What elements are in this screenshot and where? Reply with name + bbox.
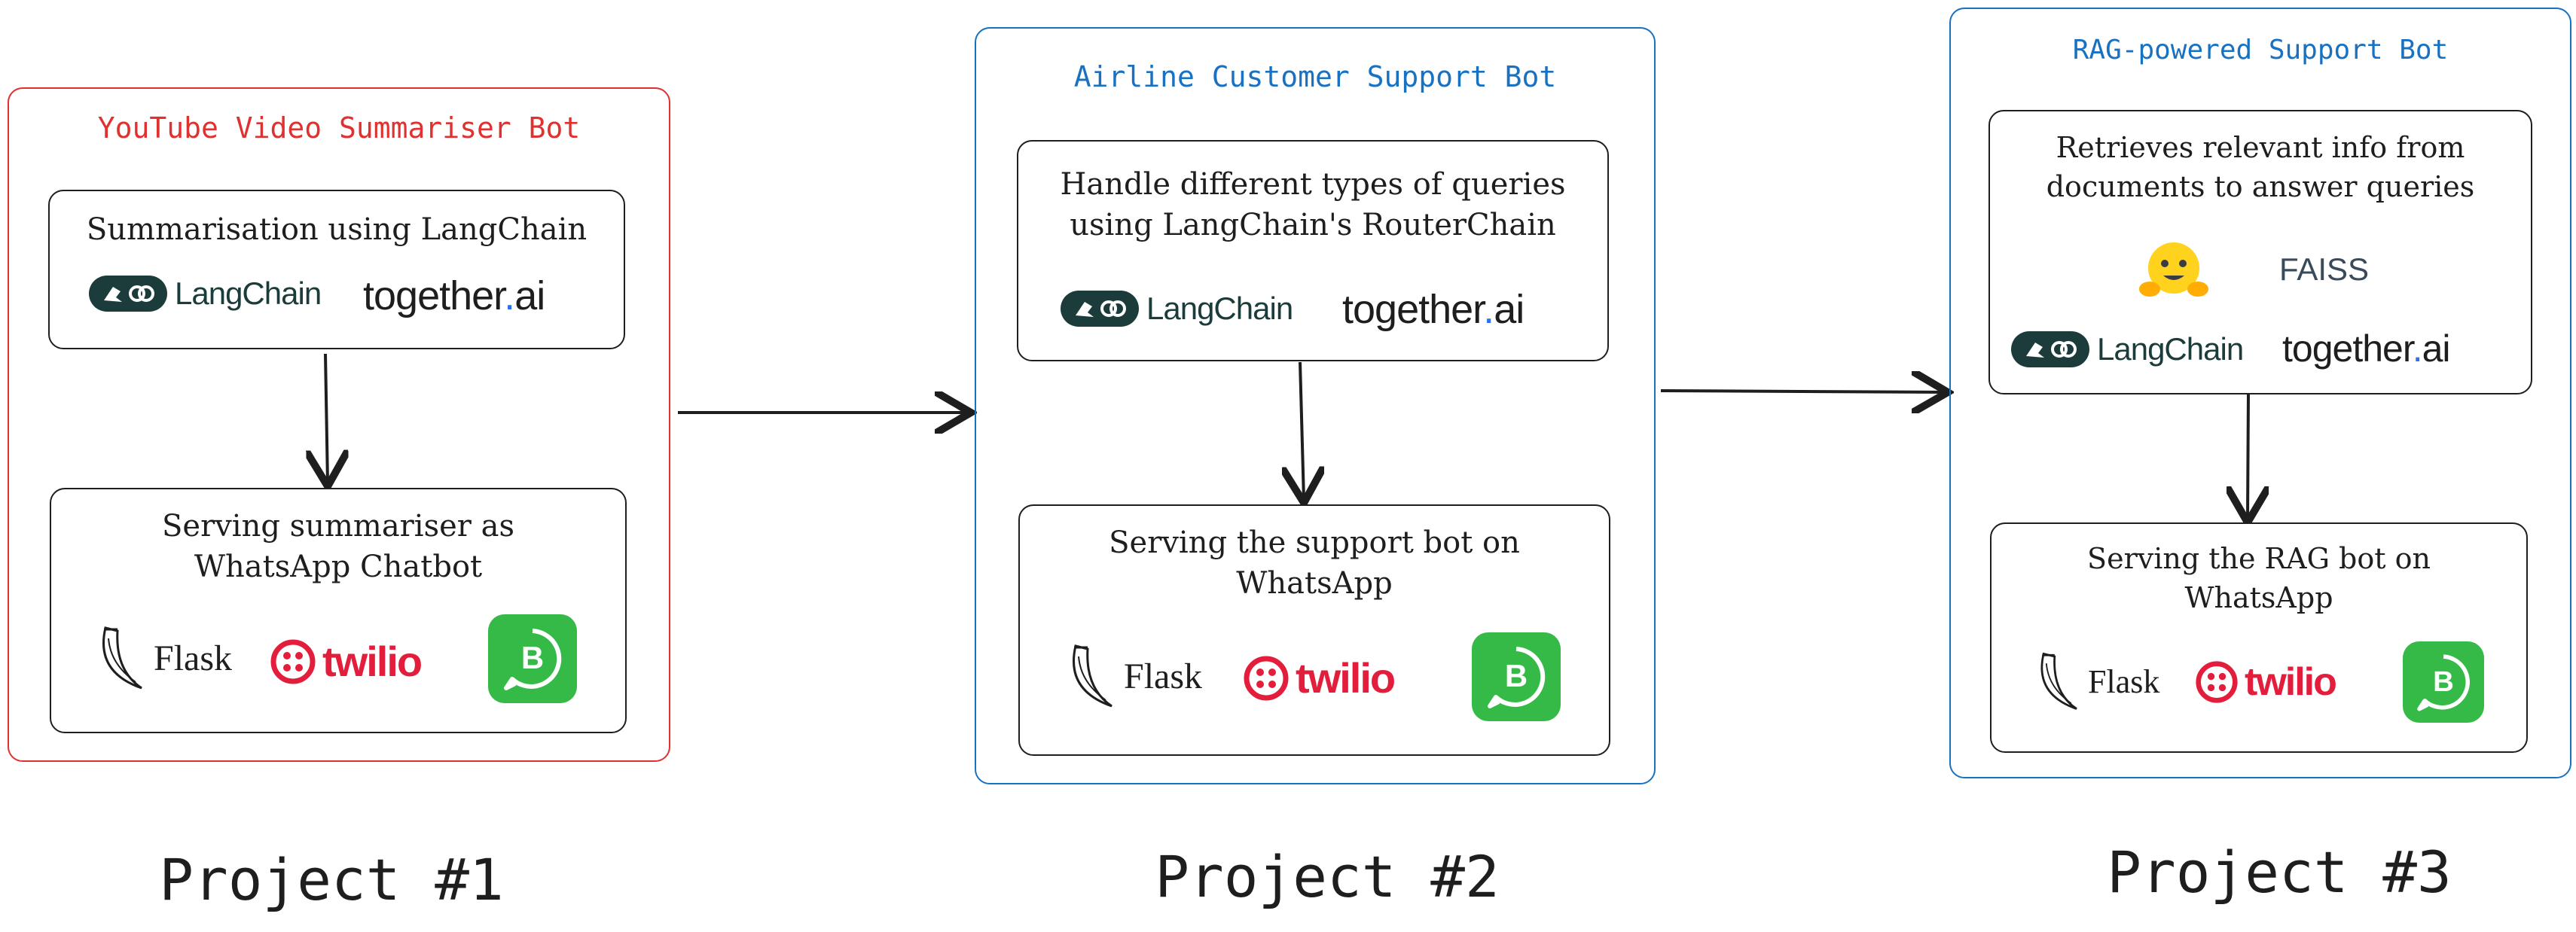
langchain-icon bbox=[1061, 291, 1139, 327]
twilio-icon bbox=[1244, 656, 1289, 700]
together-ai-logo: together.ai bbox=[1342, 286, 1525, 333]
project-2-footer: Project #2 bbox=[1155, 843, 1500, 910]
project-1-bottom-text: Serving summariser as WhatsApp Chatbot bbox=[51, 506, 625, 587]
together-label: together bbox=[1342, 287, 1484, 332]
arrow-p2-to-p3 bbox=[1660, 391, 1945, 392]
svg-text:B: B bbox=[521, 640, 544, 675]
project-1-top-box: Summarisation using LangChain LangChain … bbox=[48, 190, 625, 349]
langchain-icon bbox=[89, 276, 167, 312]
project-2-bottom-line-1: Serving the support bot on bbox=[1109, 525, 1520, 560]
langchain-logo: LangChain bbox=[89, 276, 322, 312]
project-3-top-line-1: Retrieves relevant info from bbox=[2056, 131, 2465, 164]
twilio-logo: twilio bbox=[270, 637, 423, 686]
project-1-bottom-line-1: Serving summariser as bbox=[162, 509, 514, 544]
twilio-logo: twilio bbox=[1243, 653, 1396, 702]
project-3-footer: Project #3 bbox=[2107, 839, 2452, 906]
together-ai-label: ai bbox=[514, 273, 545, 318]
project-1-title: YouTube Video Summariser Bot bbox=[97, 111, 581, 145]
project-1-frame: YouTube Video Summariser Bot Summarisati… bbox=[8, 87, 670, 762]
arrow-p1-internal bbox=[325, 353, 328, 483]
project-3-top-line-2: documents to answer queries bbox=[2046, 170, 2475, 203]
twilio-label: twilio bbox=[2245, 660, 2337, 704]
twilio-icon bbox=[2196, 661, 2238, 703]
project-1-footer: Project #1 bbox=[159, 846, 504, 913]
project-3-top-text: Retrieves relevant info from documents t… bbox=[1990, 128, 2531, 206]
flask-label: Flask bbox=[2088, 662, 2160, 700]
project-2-bottom-text: Serving the support bot on WhatsApp bbox=[1020, 522, 1609, 604]
arrow-p2-internal bbox=[1300, 361, 1304, 500]
project-3-bottom-line-1: Serving the RAG bot on bbox=[2087, 542, 2431, 575]
project-2-bottom-line-2: WhatsApp bbox=[1236, 566, 1393, 601]
flask-logo: Flask bbox=[1068, 641, 1202, 711]
twilio-logo: twilio bbox=[2195, 659, 2337, 705]
twilio-label: twilio bbox=[322, 638, 423, 685]
project-1-bottom-line-2: WhatsApp Chatbot bbox=[194, 550, 483, 584]
twilio-icon bbox=[270, 639, 316, 684]
hugging-face-icon bbox=[2138, 235, 2210, 310]
project-2-title: Airline Customer Support Bot bbox=[1073, 60, 1557, 93]
flask-logo: Flask bbox=[98, 623, 232, 693]
whatsapp-business-icon: B bbox=[2403, 641, 2484, 723]
project-2-top-line-1: Handle different types of queries bbox=[1060, 167, 1566, 202]
langchain-logo: LangChain bbox=[2011, 331, 2244, 367]
together-label: together bbox=[2282, 327, 2413, 370]
project-2-top-box: Handle different types of queries using … bbox=[1017, 140, 1609, 361]
langchain-logo: LangChain bbox=[1061, 291, 1293, 327]
twilio-label: twilio bbox=[1296, 654, 1396, 702]
langchain-label: LangChain bbox=[2097, 331, 2244, 367]
flask-label: Flask bbox=[154, 638, 233, 678]
together-ai-logo: together.ai bbox=[363, 273, 545, 319]
together-dot: . bbox=[504, 273, 515, 318]
whatsapp-business-icon: B bbox=[488, 614, 577, 703]
together-dot: . bbox=[1483, 287, 1494, 332]
project-3-title: RAG-powered Support Bot bbox=[2072, 35, 2449, 65]
project-3-frame: RAG-powered Support Bot Retrieves releva… bbox=[1949, 8, 2571, 778]
langchain-icon bbox=[2011, 331, 2089, 367]
together-ai-label: ai bbox=[1494, 287, 1525, 332]
svg-text:B: B bbox=[1505, 658, 1528, 693]
project-3-bottom-line-2: WhatsApp bbox=[2184, 581, 2333, 614]
langchain-label: LangChain bbox=[1146, 291, 1293, 326]
project-3-bottom-text: Serving the RAG bot on WhatsApp bbox=[1992, 539, 2526, 617]
flask-horn-icon bbox=[102, 626, 142, 690]
project-3-bottom-box: Serving the RAG bot on WhatsApp Flask tw… bbox=[1990, 522, 2528, 753]
svg-text:B: B bbox=[2433, 665, 2454, 698]
project-1-top-text: Summarisation using LangChain bbox=[86, 212, 588, 247]
project-2-top-text: Handle different types of queries using … bbox=[1018, 164, 1607, 245]
together-ai-label: ai bbox=[2422, 327, 2451, 370]
whatsapp-business-icon: B bbox=[1472, 632, 1561, 721]
faiss-logo: FAISS bbox=[2279, 251, 2370, 287]
project-2-frame: Airline Customer Support Bot Handle diff… bbox=[975, 27, 1656, 784]
together-dot: . bbox=[2412, 327, 2423, 370]
flask-label: Flask bbox=[1124, 656, 1203, 696]
project-2-bottom-box: Serving the support bot on WhatsApp Flas… bbox=[1018, 504, 1610, 756]
project-2-top-line-2: using LangChain's RouterChain bbox=[1070, 208, 1556, 242]
flask-logo: Flask bbox=[2037, 649, 2159, 714]
flask-horn-icon bbox=[2040, 652, 2077, 710]
flask-horn-icon bbox=[1073, 644, 1113, 708]
project-1-bottom-box: Serving summariser as WhatsApp Chatbot F… bbox=[50, 488, 627, 733]
together-ai-logo: together.ai bbox=[2282, 327, 2451, 370]
langchain-label: LangChain bbox=[175, 276, 322, 311]
together-label: together bbox=[363, 273, 505, 318]
project-3-top-box: Retrieves relevant info from documents t… bbox=[1988, 110, 2532, 394]
